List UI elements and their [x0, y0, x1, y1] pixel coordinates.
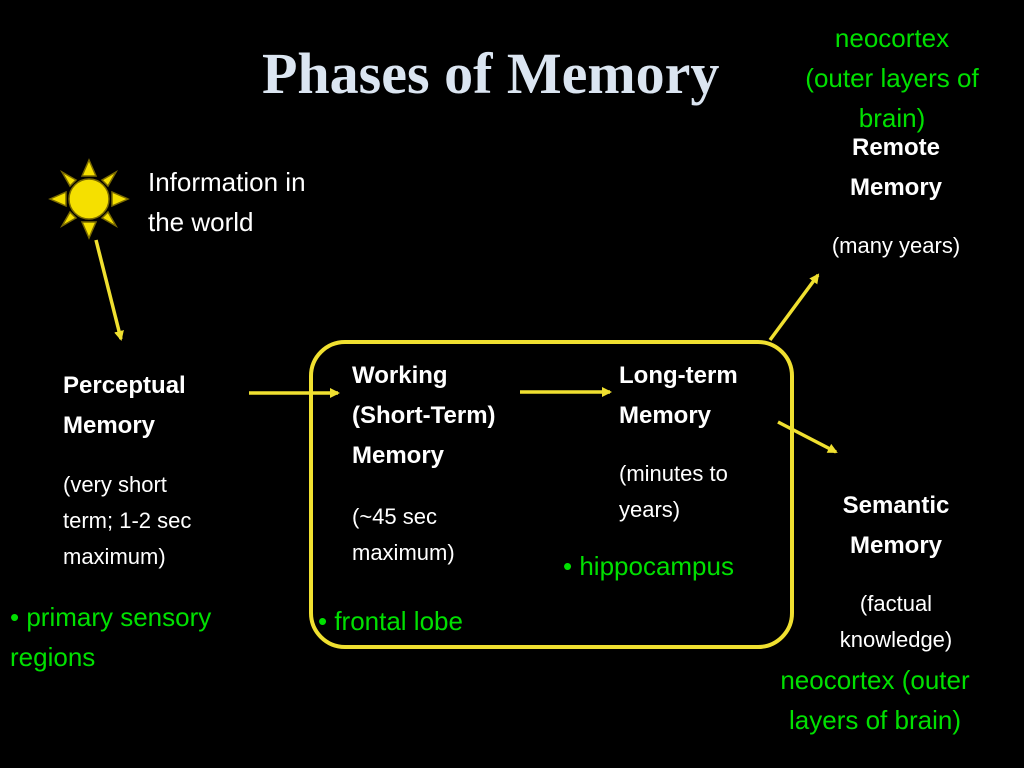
working-memory-title: Working (Short-Term) Memory: [352, 362, 496, 469]
remote-region: neocortex (outer layers of brain): [805, 23, 979, 133]
longterm-memory-title: Long-term Memory: [619, 362, 738, 429]
perceptual-memory-desc: (very short term; 1-2 sec maximum): [63, 472, 192, 569]
world-label: Information in the world: [148, 167, 306, 237]
sun-icon: [48, 158, 130, 240]
longterm-memory-desc: (minutes to years): [619, 461, 728, 522]
perceptual-memory-title: Perceptual Memory: [63, 372, 186, 439]
arrow-world-to-perceptual: [94, 239, 124, 341]
longterm-region: • hippocampus: [563, 551, 734, 581]
semantic-region: neocortex (outer layers of brain): [780, 665, 970, 735]
arrow-longterm-to-remote: [768, 273, 820, 342]
semantic-memory-title: Semantic Memory: [842, 492, 950, 559]
perceptual-region: • primary sensory regions: [10, 602, 212, 672]
arrow-longterm-to-semantic: [777, 420, 838, 454]
working-memory-desc: (~45 sec maximum): [352, 504, 455, 565]
page-title: Phases of Memory: [262, 41, 720, 106]
remote-memory-desc: (many years): [831, 233, 961, 258]
working-longterm-frame: [309, 340, 794, 649]
semantic-memory-desc: (factual knowledge): [839, 591, 953, 652]
remote-memory-title: Remote Memory: [849, 134, 943, 201]
working-region: • frontal lobe: [318, 606, 463, 636]
